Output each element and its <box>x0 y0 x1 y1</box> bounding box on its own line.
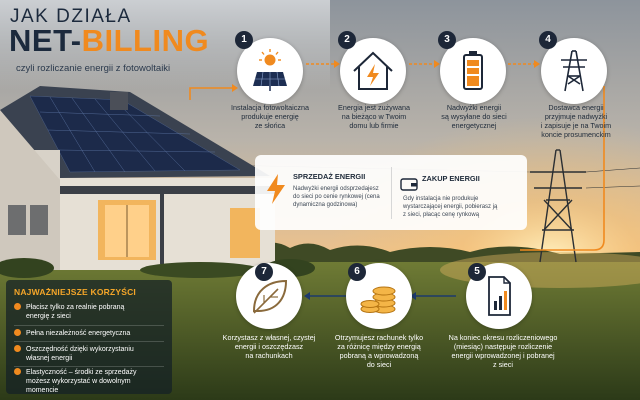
step-5-text: Na koniec okresu rozliczeniowego (miesią… <box>440 333 566 369</box>
step-1-circle <box>237 38 303 104</box>
step-1-line: produkuje energię <box>241 112 299 121</box>
benefit-divider <box>14 325 164 326</box>
step-1-line: Instalacja fotowoltaiczna <box>231 103 309 112</box>
benefit-line: Oszczędność dzięki wykorzystaniu <box>26 346 134 353</box>
checkmark-icon <box>14 329 21 336</box>
step-7-line: energii i oszczędzasz <box>234 342 304 351</box>
step-6-line: Otrzymujesz rachunek tylko <box>334 333 424 342</box>
step-3-line: Nadwyżki energii <box>446 103 502 112</box>
sale-line: Nadwyżki energii odsprzedajesz <box>293 186 379 192</box>
benefit-line: energię z sieci <box>26 313 71 320</box>
step-5-number: 5 <box>468 263 486 281</box>
step-6-text: Otrzymujesz rachunek tylko za różnicę mi… <box>318 333 440 369</box>
step-7-line: na rachunkach <box>245 351 293 360</box>
step-3-line: energetycznej <box>451 121 497 130</box>
purchase-line: Gdy instalacja nie produkuje <box>403 196 479 202</box>
house-lightning-icon <box>353 51 393 90</box>
step-1-number: 1 <box>235 31 253 49</box>
purchase-text: Gdy instalacja nie produkuje wystarczają… <box>403 195 523 219</box>
step-3-circle <box>440 38 506 104</box>
benefit-divider <box>14 341 164 342</box>
sale-line: do sieci po cenie rynkowej (cena <box>293 194 380 200</box>
step-7-text: Korzystasz z własnej, czystej energii i … <box>212 333 326 360</box>
benefit-line: momencie <box>26 387 59 394</box>
checkmark-icon <box>14 368 21 375</box>
checkmark-icon <box>14 303 21 310</box>
step-2-line: domu lub firmie <box>349 121 399 130</box>
benefit-line: własnej energii <box>26 355 73 362</box>
step-1-text: Instalacja fotowoltaiczna produkuje ener… <box>214 103 326 130</box>
purchase-title: ZAKUP ENERGII <box>422 174 480 183</box>
benefit-item: Płacisz tylko za realnie pobraną energię… <box>14 303 164 321</box>
benefits-title: NAJWAŻNIEJSZE KORZYŚCI <box>14 287 136 297</box>
step-6-number: 6 <box>348 263 366 281</box>
sale-line: dynamiczna godzinowa) <box>293 202 358 208</box>
invoice-document-icon <box>488 276 511 316</box>
step-6-circle <box>346 263 412 329</box>
step-3-line: są wysyłane do sieci <box>441 112 507 121</box>
coins-stack-icon <box>360 286 396 314</box>
page-title: NET-BILLING <box>9 24 209 58</box>
step-5-line: Na koniec okresu rozliczeniowego <box>448 333 558 342</box>
subtitle: czyli rozliczanie energii z fotowoltaiki <box>16 63 171 74</box>
sale-title: SPRZEDAŻ ENERGII <box>293 172 366 181</box>
step-5-line: z sieci <box>493 360 513 369</box>
step-4-circle <box>541 38 607 104</box>
step-4-line: koncie prosumenckim <box>541 130 611 139</box>
step-2-number: 2 <box>338 31 356 49</box>
sale-text: Nadwyżki energii odsprzedajesz do sieci … <box>293 185 393 209</box>
step-6-line: do sieci <box>366 360 392 369</box>
title-billing: BILLING <box>81 23 210 58</box>
step-4-line: Dostawca energii <box>548 103 604 112</box>
step-7-number: 7 <box>255 263 273 281</box>
benefit-item: Elastyczność – środki ze sprzedaży możes… <box>14 368 164 395</box>
step-6-line: pobraną a wprowadzoną <box>339 351 419 360</box>
power-tower-icon <box>561 50 587 92</box>
step-4-line: i zapisuje je na Twoim <box>540 121 612 130</box>
step-4-text: Dostawca energii przyjmuje nadwyżki i za… <box>520 103 632 139</box>
step-6-line: za różnicę między energią <box>337 342 421 351</box>
step-4-line: przyjmuje nadwyżki <box>544 112 608 121</box>
step-3-number: 3 <box>438 31 456 49</box>
purchase-line: wystarczającej energii, pobierasz ją <box>403 204 498 210</box>
step-5-line: energii wprowadzonej i pobranej <box>451 351 555 360</box>
purchase-line: z sieci, płacąc cenę rynkową <box>403 212 480 218</box>
benefit-line: Elastyczność – środki ze sprzedaży <box>26 369 137 376</box>
benefit-divider <box>14 366 164 367</box>
step-3-text: Nadwyżki energii są wysyłane do sieci en… <box>418 103 530 130</box>
step-4-number: 4 <box>539 31 557 49</box>
title-line-1: JAK DZIAŁA <box>10 6 132 27</box>
info-divider <box>391 167 392 219</box>
benefit-item: Oszczędność dzięki wykorzystaniu własnej… <box>14 345 164 363</box>
step-7-line: Korzystasz z własnej, czystej <box>222 333 316 342</box>
step-5-line: (miesiąc) następuje rozliczenie <box>453 342 553 351</box>
benefit-line: Płacisz tylko za realnie pobraną <box>26 304 125 311</box>
leaf-icon <box>252 279 288 314</box>
benefit-line: możesz wykorzystać w dowolnym <box>26 378 131 385</box>
benefit-line: Pełna niezależność energetyczna <box>26 330 131 337</box>
energy-trade-box: SPRZEDAŻ ENERGII Nadwyżki energii odsprz… <box>255 155 527 230</box>
benefits-panel: NAJWAŻNIEJSZE KORZYŚCI Płacisz tylko za … <box>6 280 172 394</box>
step-2-text: Energia jest zużywana na bieżąco w Twoim… <box>318 103 430 130</box>
step-2-line: na bieżąco w Twoim <box>341 112 407 121</box>
benefit-item: Pełna niezależność energetyczna <box>14 329 164 338</box>
lightning-bolt-icon <box>267 174 285 204</box>
wallet-icon <box>400 178 418 191</box>
title-net: NET- <box>9 23 82 58</box>
step-1-line: ze słońca <box>254 121 286 130</box>
solar-panel-sun-icon <box>253 49 287 91</box>
step-2-circle <box>340 38 406 104</box>
checkmark-icon <box>14 345 21 352</box>
battery-icon <box>463 51 483 90</box>
step-2-line: Energia jest zużywana <box>338 103 410 112</box>
